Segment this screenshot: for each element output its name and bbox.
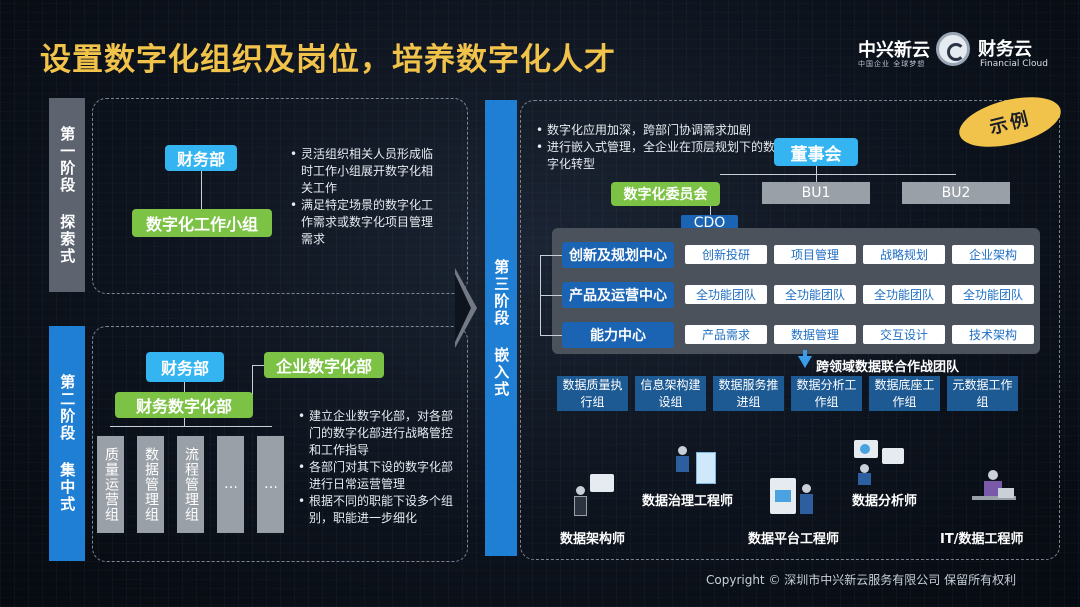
- stage1-bullets: 灵活组织相关人员形成临时工作小组展开数字化相关工作 满足特定场景的数字化工作需求…: [290, 146, 440, 248]
- stage3-frame: [520, 100, 1060, 560]
- stage2-connector: [184, 418, 185, 426]
- workgroup-box: 数据服务推进组: [713, 376, 784, 411]
- board-box: 董事会: [774, 138, 858, 166]
- role-architect: 数据架构师: [560, 532, 626, 547]
- center-item: 战略规划: [863, 245, 945, 264]
- platform-illustration-icon: [770, 476, 820, 520]
- center-item: 创新投研: [685, 245, 767, 264]
- stage1-finance-box: 财务部: [165, 145, 237, 171]
- stage2-group-column: 数据管理组: [137, 436, 164, 533]
- committee-box: 数字化委员会: [611, 182, 720, 206]
- center-item: 技术架构: [952, 325, 1034, 344]
- stage2-group-column: 质量运营组: [97, 436, 124, 533]
- stage2-connector: [252, 365, 264, 366]
- center-product: 产品及运营中心: [562, 282, 674, 308]
- stage2-bullet: 根据不同的职能下设多个组别，职能进一步细化: [298, 493, 453, 527]
- stage2-connector: [110, 426, 272, 427]
- stage2-group-column: …: [257, 436, 284, 533]
- architect-illustration-icon: [570, 470, 618, 518]
- workgroup-box: 数据分析工作组: [791, 376, 862, 411]
- workgroup-box: 数据质量执行组: [557, 376, 628, 411]
- role-it-engineer: IT/数据工程师: [940, 532, 1024, 547]
- role-analyst: 数据分析师: [852, 494, 918, 509]
- workgroup-box: 元数据工作组: [947, 376, 1018, 411]
- copyright-text: Copyright © 深圳市中兴新云服务有限公司 保留所有权利: [706, 573, 1017, 587]
- role-platform: 数据平台工程师: [748, 532, 840, 547]
- workgroup-box: 信息架构建设组: [635, 376, 706, 411]
- center-item: 全功能团队: [774, 285, 856, 304]
- logo-en-sub: Financial Cloud: [980, 59, 1048, 69]
- stage2-bullets: 建立企业数字化部，对各部门的数字化部进行战略管控和工作指导 各部门对其下设的数字…: [298, 408, 453, 527]
- page-title: 设置数字化组织及岗位，培养数字化人才: [40, 42, 616, 78]
- stage2-frame: [92, 326, 468, 562]
- stage2-finance-box: 财务部: [146, 352, 224, 382]
- center-item: 产品需求: [685, 325, 767, 344]
- stage2-finance-digital-box: 财务数字化部: [115, 392, 253, 418]
- stage3-label: 第三阶段 嵌入式: [485, 100, 517, 556]
- analyst-illustration-icon: [852, 440, 908, 486]
- center-item: 企业架构: [952, 245, 1034, 264]
- stage3-bullet: 进行嵌入式管理，全企业在顶层规划下的数字化转型: [536, 139, 776, 173]
- stage3-connector: [540, 255, 562, 256]
- stage1-label: 第一阶段 探索式: [49, 98, 85, 292]
- cdo-box: CDO: [681, 215, 738, 231]
- cross-team-label: 跨领域数据联合作战团队: [816, 360, 960, 375]
- role-governance: 数据治理工程师: [642, 494, 734, 509]
- stage2-connector: [184, 382, 185, 392]
- center-item: 全功能团队: [863, 285, 945, 304]
- stage3-connector: [720, 174, 956, 175]
- center-innovation: 创新及规划中心: [562, 242, 674, 268]
- center-item: 全功能团队: [685, 285, 767, 304]
- stage3-connector: [710, 206, 711, 216]
- stage3-connector: [540, 335, 562, 336]
- center-item: 交互设计: [863, 325, 945, 344]
- logo-cn-slogan: 中国企业 全球梦想: [858, 60, 926, 68]
- bu1-box: BU1: [762, 182, 870, 204]
- stage1-connector: [201, 171, 202, 209]
- bu2-box: BU2: [902, 182, 1010, 204]
- engineer-illustration-icon: [968, 466, 1020, 518]
- stage3-bullet: 数字化应用加深，跨部门协调需求加剧: [536, 122, 776, 139]
- chevron-right-icon: [455, 268, 477, 348]
- stage2-label: 第二阶段 集中式: [49, 326, 85, 561]
- stage1-bullet: 满足特定场景的数字化工作需求或数字化项目管理需求: [290, 197, 440, 248]
- arrow-down-icon: [803, 350, 807, 358]
- logo-cn-name: 中兴新云: [858, 40, 930, 61]
- stage2-group-column: …: [217, 436, 244, 533]
- workgroup-box: 数据底座工作组: [869, 376, 940, 411]
- logo-en-name: 财务云: [978, 39, 1032, 60]
- stage3-bullets: 数字化应用加深，跨部门协调需求加剧 进行嵌入式管理，全企业在顶层规划下的数字化转…: [536, 122, 776, 173]
- arrow-down-icon: [798, 356, 812, 368]
- stage1-bullet: 灵活组织相关人员形成临时工作小组展开数字化相关工作: [290, 146, 440, 197]
- stage2-bullet: 各部门对其下设的数字化部进行日常运营管理: [298, 459, 453, 493]
- stage3-connector: [540, 295, 562, 296]
- stage2-bullet: 建立企业数字化部，对各部门的数字化部进行战略管控和工作指导: [298, 408, 453, 459]
- center-item: 全功能团队: [952, 285, 1034, 304]
- governance-illustration-icon: [672, 440, 722, 488]
- center-item: 项目管理: [774, 245, 856, 264]
- stage1-frame: [92, 98, 468, 294]
- stage1-team-box: 数字化工作小组: [132, 209, 272, 237]
- stage2-group-column: 流程管理组: [177, 436, 204, 533]
- center-capability: 能力中心: [562, 322, 674, 348]
- center-item: 数据管理: [774, 325, 856, 344]
- stage2-connector: [252, 365, 253, 404]
- stage2-enterprise-box: 企业数字化部: [264, 352, 384, 378]
- logo-swirl-icon: [936, 32, 970, 66]
